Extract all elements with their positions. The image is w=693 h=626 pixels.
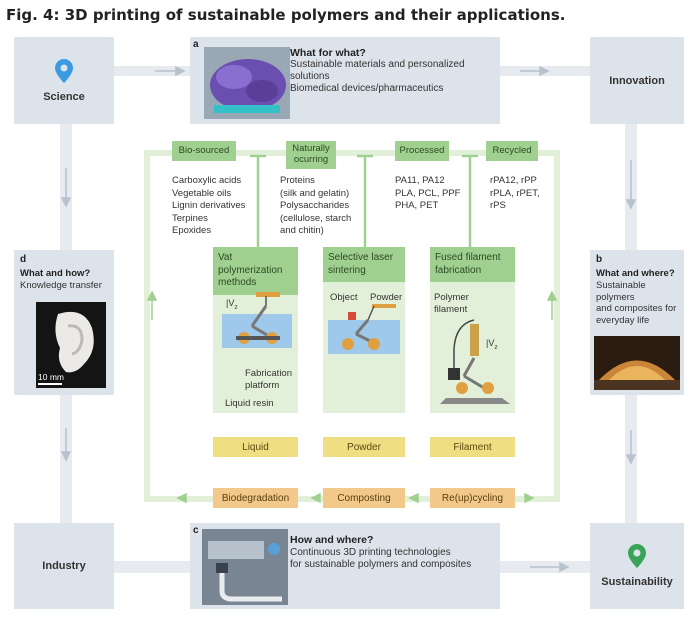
location-pin-icon [55, 58, 73, 83]
vat-printer-diagram [222, 292, 292, 348]
feed-powder: Powder [323, 437, 405, 457]
process-biodegradation: Biodegradation [213, 488, 298, 508]
panel-c-text: Continuous 3D printing technologies for … [290, 547, 472, 570]
processed-list: PA11, PA12 PLA, PCL, PPF PHA, PET [395, 175, 461, 211]
feed-filament: Filament [430, 437, 515, 457]
location-pin-icon [628, 544, 646, 568]
panel-d: d What and how? Knowledge transfer 10 mm [14, 250, 114, 395]
tag-bio-sourced: Bio-sourced [172, 141, 236, 161]
panel-b-letter: b [596, 254, 603, 265]
fff-velocity-label: |Vz [486, 338, 498, 351]
process-composting: Composting [323, 488, 405, 508]
panel-a-title: What for what? [290, 47, 366, 59]
industry-box: Industry [14, 523, 114, 609]
vat-resin-label: Liquid resin [225, 398, 274, 409]
panel-c-letter: c [193, 525, 199, 536]
panel-a-letter: a [193, 39, 199, 50]
panel-b-text: Sustainable polymers and composites for … [596, 280, 677, 326]
method-fff-title: Fused filament fabrication [430, 247, 515, 282]
figure-title: Fig. 4: 3D printing of sustainable polym… [6, 6, 566, 24]
sls-printer-diagram [328, 304, 400, 354]
panel-c: c How and where? Continuous 3D printing … [190, 523, 500, 609]
panel-b: b What and where? Sustainable polymers a… [590, 250, 684, 395]
panel-c-title: How and where? [290, 534, 374, 546]
method-vat-title: Vat polymerization methods [213, 247, 298, 295]
sustainability-box: Sustainability [590, 523, 684, 609]
continuous-printer-image [202, 529, 288, 605]
tag-recycled: Recycled [486, 141, 538, 161]
innovation-box: Innovation [590, 37, 684, 124]
recycled-list: rPA12, rPP rPLA, rPET, rPS [490, 175, 540, 211]
industry-label: Industry [42, 560, 86, 572]
feed-liquid: Liquid [213, 437, 298, 457]
method-sls-title: Selective laser sintering [323, 247, 405, 282]
vat-platform-label: Fabrication platform [245, 368, 292, 391]
fff-filament-label: Polymer filament [434, 292, 469, 315]
scale-bar [38, 383, 62, 385]
printed-organ-image [204, 47, 290, 119]
panel-d-title: What and how? [20, 268, 91, 279]
printed-ear-image [36, 302, 106, 388]
panel-d-text: Knowledge transfer [20, 280, 102, 291]
tag-processed: Processed [395, 141, 449, 161]
panel-d-letter: d [20, 254, 27, 265]
science-label: Science [43, 90, 85, 103]
science-box: Science [14, 37, 114, 124]
pavilion-image [594, 336, 680, 390]
vat-velocity-label: |Vz [226, 298, 238, 311]
fff-printer-diagram [440, 319, 510, 404]
sustainability-label: Sustainability [601, 576, 673, 588]
panel-b-title: What and where? [596, 268, 675, 279]
panel-a-text: Sustainable materials and personalized s… [290, 59, 465, 94]
sls-object-label: Object [330, 292, 358, 303]
panel-a: a What for what? Sustainable materials a… [190, 37, 500, 124]
bio-sourced-list: Carboxylic acids Vegetable oils Lignin d… [172, 175, 246, 236]
sls-powder-label: Powder [370, 292, 403, 303]
tag-naturally-ocurring: Naturally ocurring [286, 141, 336, 169]
naturally-ocurring-list: Proteins (silk and gelatin) Polysacchari… [280, 175, 352, 236]
scale-bar-label: 10 mm [38, 372, 64, 382]
connector-top [112, 66, 192, 76]
process-reupcycling: Re(up)cycling [430, 488, 515, 508]
innovation-label: Innovation [609, 74, 665, 87]
